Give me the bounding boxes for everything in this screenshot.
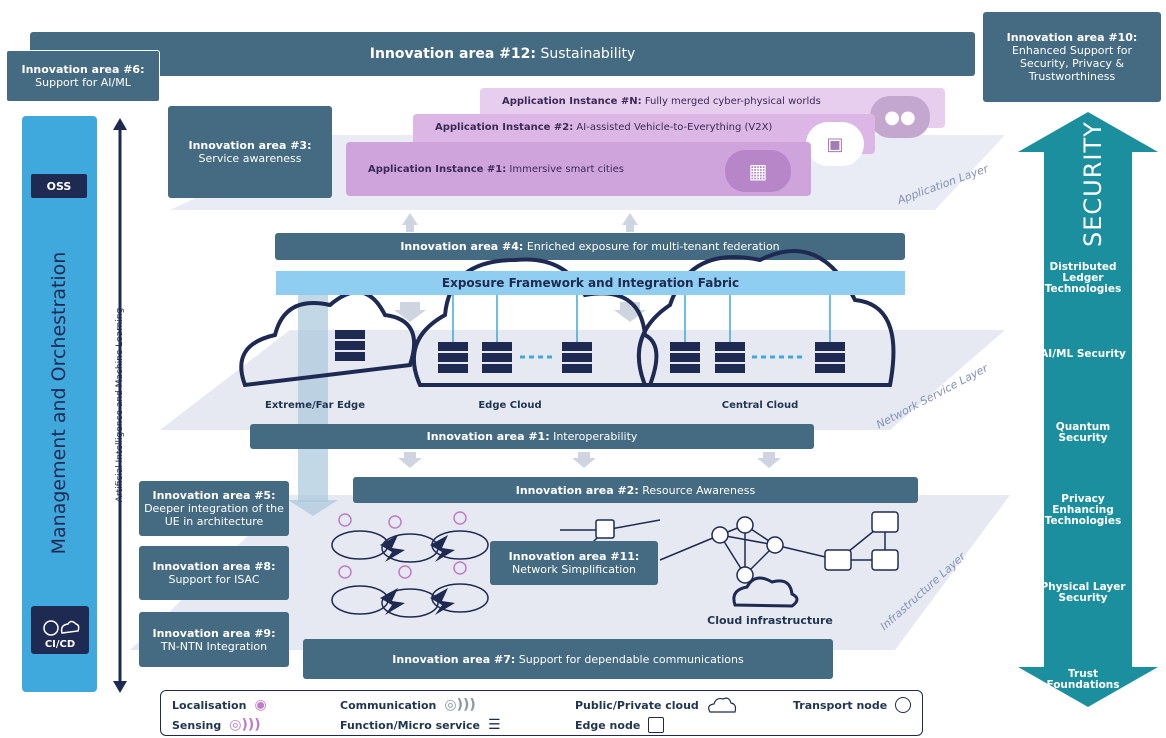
legend-communication: Communication ◎))) (340, 697, 476, 713)
innovation-area-12-banner: Innovation area #12: Sustainability (30, 32, 975, 76)
innovation-area-11-box: Innovation area #11: Network Simplificat… (490, 541, 658, 585)
central-cloud-label: Central Cloud (721, 400, 799, 411)
people-icon: ●● (870, 96, 930, 138)
ia12-prefix: Innovation area #12: (369, 45, 536, 62)
edge-cloud-label: Edge Cloud (478, 400, 542, 411)
legend-localisation: Localisation ◉ (172, 697, 267, 713)
innovation-area-3-box: Innovation area #3: Service awareness (168, 106, 332, 198)
extreme-far-edge-label: Extreme/Far Edge (265, 400, 365, 411)
innovation-area-7-bar: Innovation area #7: Support for dependab… (303, 639, 833, 679)
ia3-text: Service awareness (198, 152, 302, 165)
cicd-icon (43, 620, 80, 636)
city-icon: ▦ (725, 150, 791, 192)
security-arrow (1018, 112, 1158, 707)
localisation-icon: ◉ (254, 697, 267, 713)
management-orchestration-bar (22, 116, 97, 692)
legend-box (160, 690, 923, 736)
legend-transport-node: Transport node (793, 697, 912, 713)
legend-sensing: Sensing ◎))) (172, 717, 261, 733)
security-item-dlt: Distributed Ledger Technologies (1044, 261, 1122, 295)
legend-cloud: Public/Private cloud (575, 697, 737, 713)
central-cloud (636, 249, 896, 387)
ia10-prefix: Innovation area #10: (1006, 31, 1138, 44)
edge-node-icon (648, 717, 665, 733)
ia3-prefix: Innovation area #3: (188, 139, 312, 152)
cloud-icon (707, 697, 736, 713)
cicd-label: CI/CD (44, 639, 76, 650)
transport-node-icon (895, 697, 912, 713)
ia12-text: Sustainability (540, 45, 636, 62)
oss-label: OSS (46, 179, 72, 193)
legend-function: Function/Micro service ☰ (340, 717, 501, 733)
exposure-framework-bar: Exposure Framework and Integration Fabri… (276, 271, 905, 295)
innovation-area-9-box: Innovation area #9: TN-NTN Integration (139, 612, 289, 667)
ia6-prefix: Innovation area #6: (21, 63, 145, 76)
security-item-aiml: AI/ML Security (1040, 348, 1126, 360)
innovation-area-8-box: Innovation area #8: Support for ISAC (139, 546, 289, 600)
ia6-text: Support for AI/ML (35, 76, 131, 89)
ia10-text: Enhanced Support for Security, Privacy &… (1011, 44, 1132, 83)
innovation-area-6-box: Innovation area #6: Support for AI/ML (6, 50, 160, 102)
security-item-trust: Trust Foundations (1046, 668, 1120, 691)
legend-edge-node: Edge node (575, 717, 665, 733)
innovation-area-1-bar: Innovation area #1: Interoperability (250, 424, 814, 449)
function-icon: ☰ (488, 717, 501, 733)
cloud-infrastructure-label: Cloud infrastructure (707, 614, 833, 627)
cicd-badge: CI/CD (31, 606, 89, 654)
security-item-physical: Physical Layer Security (1040, 581, 1126, 604)
innovation-area-4-bar: Innovation area #4: Enriched exposure fo… (275, 233, 905, 260)
car-icon: ▣ (806, 122, 864, 166)
communication-icon: ◎))) (444, 697, 476, 713)
security-item-quantum: Quantum Security (1055, 421, 1111, 444)
oss-badge: OSS (31, 174, 87, 198)
security-item-privacy: Privacy Enhancing Technologies (1044, 493, 1122, 527)
innovation-area-10-box: Innovation area #10: Enhanced Support fo… (983, 12, 1161, 102)
ai-ml-axis-arrow (113, 118, 127, 693)
innovation-area-5-box: Innovation area #5: Deeper integration o… (139, 481, 289, 536)
extreme-edge-cloud (239, 290, 416, 388)
sensing-icon: ◎))) (229, 717, 261, 733)
innovation-area-2-bar: Innovation area #2: Resource Awareness (353, 477, 918, 503)
